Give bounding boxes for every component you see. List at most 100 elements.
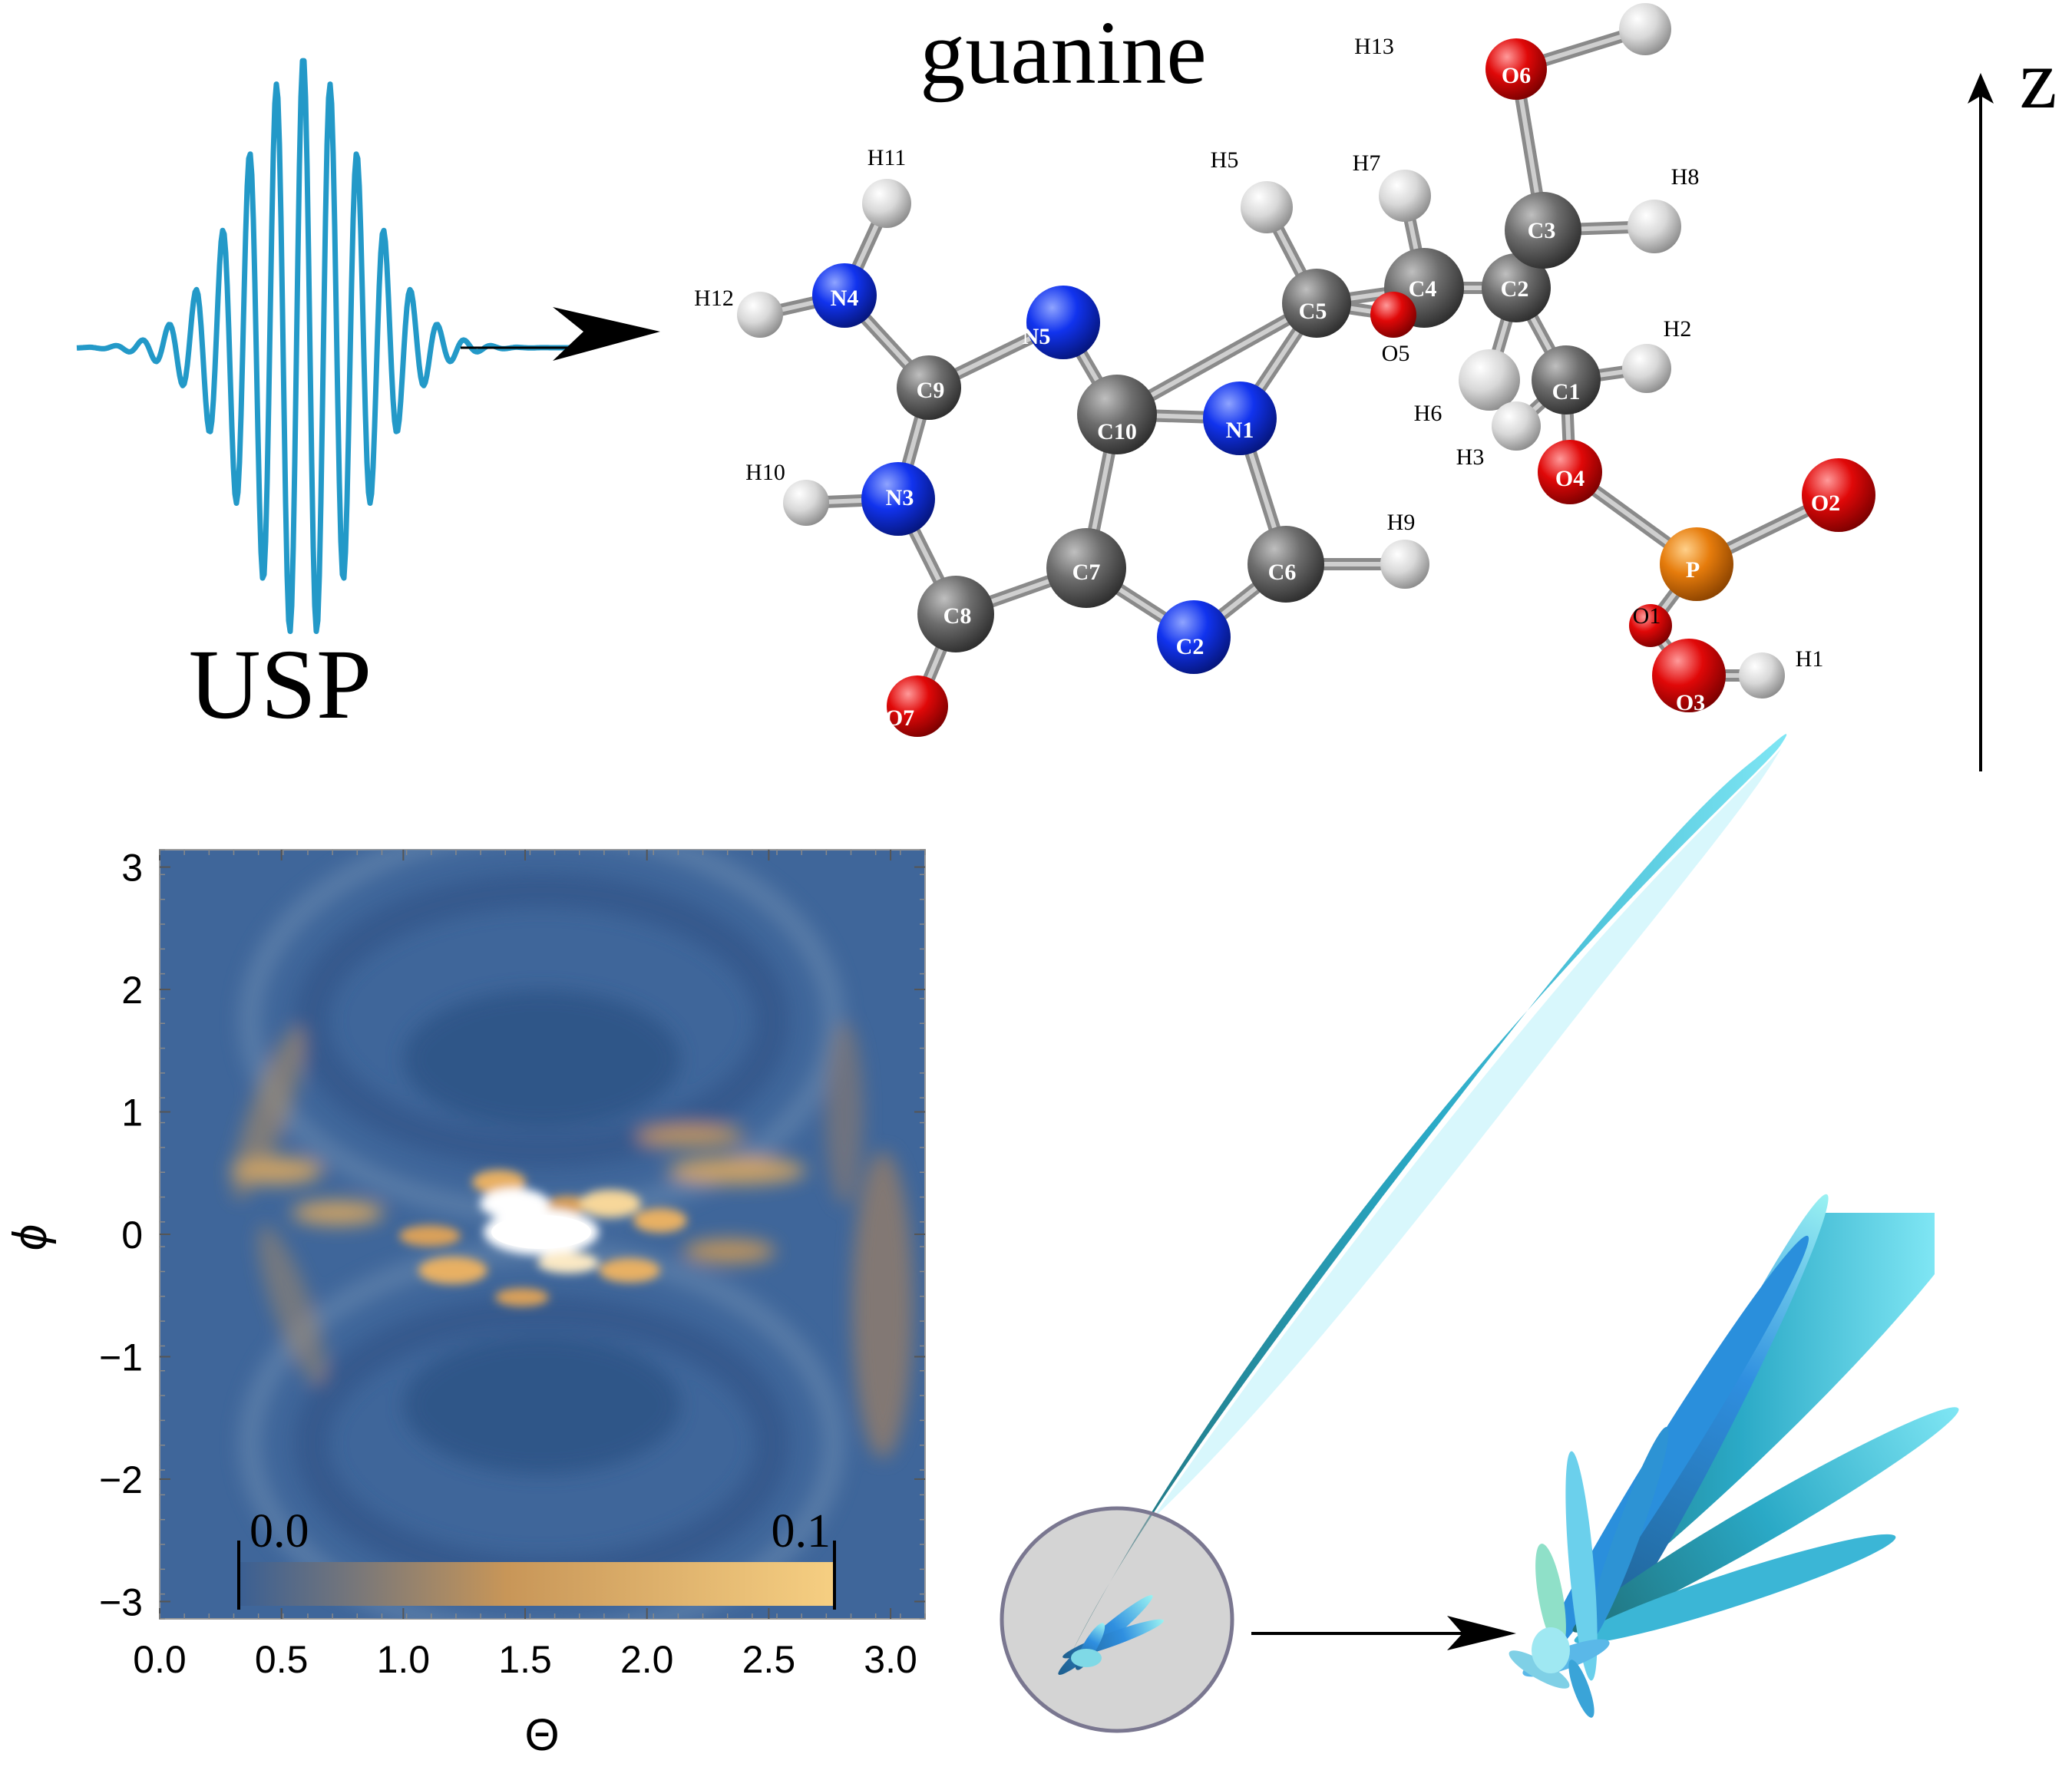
atom-c [1282, 269, 1351, 338]
pulse-direction-arrow-head [553, 307, 660, 361]
atom-c [1247, 526, 1324, 603]
atom-h [1739, 652, 1785, 699]
atom-label: P [1686, 557, 1700, 583]
atom-h [1380, 540, 1429, 589]
atom-c [917, 576, 994, 652]
small-lobes [1058, 1595, 1164, 1675]
atom-label: N3 [886, 485, 914, 510]
atom-h [783, 480, 829, 526]
atom-label: O2 [1811, 490, 1840, 516]
atom-o [1370, 292, 1416, 338]
atom-h [1379, 170, 1431, 222]
atom-n [812, 263, 877, 328]
y-tick-label: −1 [99, 1336, 143, 1379]
x-tick-label: 0.5 [255, 1638, 309, 1681]
heatmap-field: 0.0 0.1 [230, 850, 914, 1619]
atom-c [1505, 192, 1581, 269]
atom-o [1538, 440, 1602, 504]
atom-label: H10 [745, 460, 785, 485]
atom-label: N5 [1023, 324, 1051, 349]
colorbar [239, 1562, 834, 1606]
y-tick-label: −2 [99, 1458, 143, 1501]
atom-h [862, 179, 911, 228]
atom-label: H8 [1671, 164, 1700, 190]
usp-pulse-waveform [75, 58, 585, 634]
y-tick-label: −3 [99, 1580, 143, 1623]
atom-label: H6 [1414, 401, 1442, 426]
atom-label: C9 [917, 378, 945, 403]
y-tick-label: 0 [121, 1214, 143, 1257]
zoom-arrow-head [1447, 1616, 1516, 1650]
atom-h [1619, 3, 1671, 55]
colorbar-min-label: 0.0 [249, 1505, 309, 1557]
atom-h [737, 292, 783, 338]
heatmap-y-label: ϕ [4, 1224, 57, 1250]
y-tick-label: 1 [121, 1092, 143, 1135]
atom-label: H5 [1211, 147, 1239, 173]
zoom-side-lobes [1509, 1194, 1959, 1718]
emission-lobe-zoomed [1509, 1194, 1959, 1718]
atom-c [1482, 253, 1551, 322]
atom-label: C1 [1552, 379, 1581, 405]
atom-label: N4 [831, 286, 859, 311]
y-tick-label: 3 [121, 847, 143, 890]
atom-o [887, 675, 948, 737]
colorbar-max-label: 0.1 [772, 1505, 831, 1557]
heatmap-x-label: Θ [524, 1710, 559, 1760]
x-tick-label: 2.0 [620, 1638, 674, 1681]
x-tick-label: 3.0 [864, 1638, 917, 1681]
atom-label: O3 [1676, 690, 1705, 715]
atom-label: C5 [1299, 299, 1327, 324]
atom-label: C7 [1072, 560, 1101, 585]
atom-label: H11 [867, 145, 907, 170]
main-lobe-highlight [1152, 748, 1781, 1520]
atom-c [897, 355, 961, 420]
atom-h [1459, 349, 1520, 411]
atom-o [1652, 639, 1726, 712]
atom-c [1046, 528, 1126, 608]
usp-pulse-group: USP [75, 58, 660, 740]
atom-h [1492, 401, 1541, 451]
z-axis-arrow-head [1968, 73, 1994, 104]
atom-label: C2 [1176, 634, 1205, 659]
atom-c [1532, 345, 1601, 415]
atom-label: O7 [885, 705, 914, 731]
atom-label: C4 [1409, 276, 1437, 302]
atom-label: H3 [1456, 444, 1485, 470]
atom-h [1241, 181, 1293, 233]
usp-label: USP [189, 629, 372, 740]
atom-label: O1 [1633, 603, 1661, 629]
atom-h [1628, 200, 1681, 253]
atom-label: C10 [1097, 419, 1137, 444]
atom-label: C8 [943, 603, 972, 629]
atom-label: H9 [1387, 510, 1416, 535]
atom-label: H7 [1353, 150, 1381, 176]
x-tick-label: 2.5 [742, 1638, 796, 1681]
y-tick-label: 2 [121, 969, 143, 1012]
atom-h [1622, 344, 1671, 393]
atom-label: C3 [1528, 218, 1556, 243]
z-axis: z [1968, 32, 2057, 771]
atom-label: C6 [1268, 560, 1297, 585]
atom-label: H12 [694, 286, 734, 311]
z-axis-label: z [2020, 32, 2057, 126]
emission-lobe-main [1000, 734, 1787, 1733]
molecule-title: guanine [920, 2, 1207, 103]
atom-o [1629, 604, 1672, 647]
x-tick-label: 1.0 [377, 1638, 431, 1681]
atom-label: O5 [1382, 341, 1410, 366]
atom-p [1660, 527, 1733, 601]
atom-label: C2 [1501, 276, 1529, 302]
atom-c [1077, 375, 1157, 454]
atom-n [861, 462, 935, 536]
atom-label: H2 [1664, 316, 1692, 342]
atom-label: O6 [1502, 63, 1531, 88]
atom-o [1802, 458, 1875, 532]
x-tick-label: 0.0 [133, 1638, 187, 1681]
atom-n [1203, 381, 1277, 455]
atom-n [1026, 286, 1100, 359]
